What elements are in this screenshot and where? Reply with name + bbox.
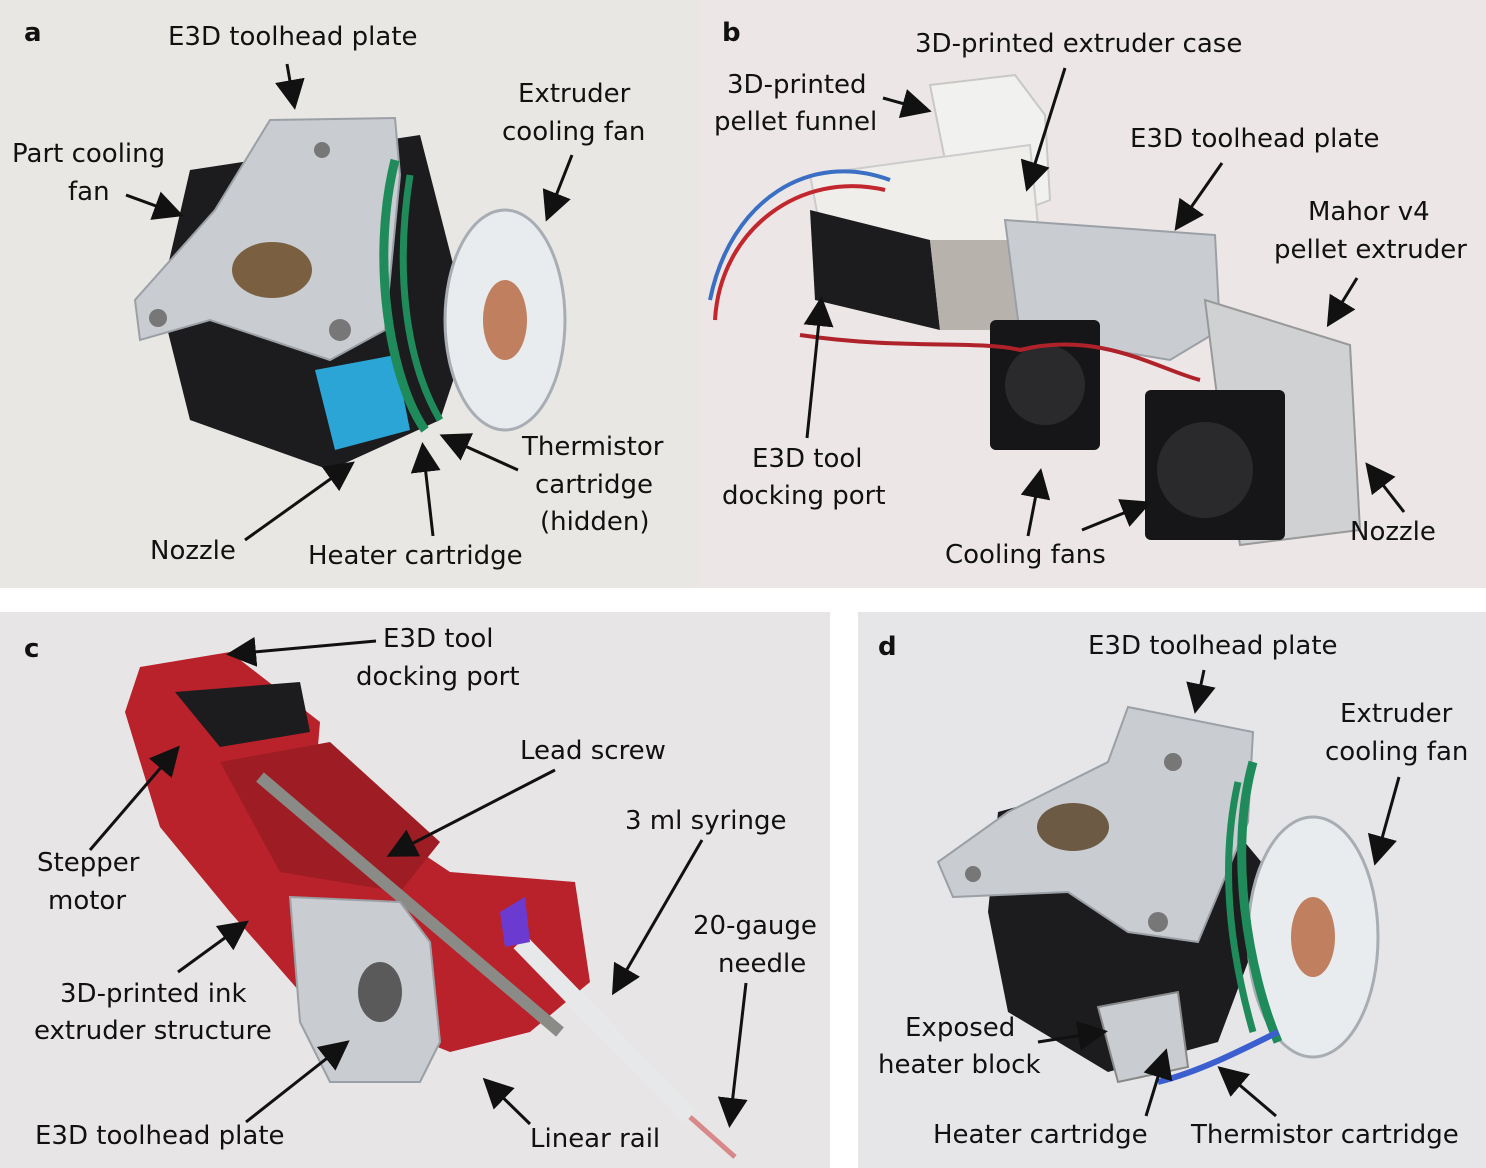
- label-toolhead-plate: E3D toolhead plate: [35, 1121, 285, 1151]
- label-docking-port-line2: docking port: [356, 662, 520, 692]
- panel-b-letter: b: [722, 18, 741, 48]
- label-pellet-funnel-line1: 3D-printed: [727, 70, 867, 100]
- label-stepper-line1: Stepper: [37, 848, 140, 878]
- panel-d: d E3D toolhead plate Extruder cooling fa…: [858, 612, 1486, 1168]
- panel-c: c E3D tool docking port Lead screw 3 ml …: [0, 612, 830, 1168]
- label-structure-line1: 3D-printed ink: [60, 979, 247, 1009]
- label-cooling-fans: Cooling fans: [945, 540, 1106, 570]
- label-extruder-case: 3D-printed extruder case: [915, 29, 1243, 59]
- panel-a: a E3D toolhead plate Part cooling fan Ex…: [0, 0, 700, 588]
- label-structure-line2: extruder structure: [34, 1016, 272, 1046]
- label-thermistor-line1: Thermistor: [522, 432, 664, 462]
- label-docking-port-line1: E3D tool: [383, 624, 494, 654]
- label-heater-block-line1: Exposed: [905, 1013, 1016, 1043]
- label-extruder-fan-line2: cooling fan: [1325, 737, 1469, 767]
- label-extruder-fan-line2: cooling fan: [502, 117, 646, 147]
- label-thermistor-cartridge: Thermistor cartridge: [1191, 1120, 1459, 1150]
- label-part-cooling-fan-line1: Part cooling: [12, 139, 166, 169]
- label-linear-rail: Linear rail: [530, 1124, 661, 1154]
- panel-d-letter: d: [878, 632, 897, 662]
- label-pellet-funnel-line2: pellet funnel: [714, 107, 878, 137]
- label-needle-line1: 20-gauge: [693, 911, 817, 941]
- label-thermistor-line2: cartridge: [535, 470, 654, 500]
- panel-b: b 3D-printed pellet funnel 3D-printed ex…: [700, 0, 1486, 588]
- label-nozzle: Nozzle: [150, 536, 236, 566]
- label-mahor-line1: Mahor v4: [1308, 197, 1430, 227]
- label-toolhead-plate: E3D toolhead plate: [168, 22, 418, 52]
- panel-a-letter: a: [24, 18, 42, 48]
- label-nozzle: Nozzle: [1350, 517, 1436, 547]
- label-heater-cartridge: Heater cartridge: [933, 1120, 1148, 1150]
- label-heater-cartridge: Heater cartridge: [308, 541, 523, 571]
- label-syringe: 3 ml syringe: [625, 806, 787, 836]
- panel-d-photo: [858, 612, 1486, 1168]
- label-thermistor-line3: (hidden): [540, 507, 650, 537]
- label-docking-port-line1: E3D tool: [752, 444, 863, 474]
- panel-c-letter: c: [24, 634, 40, 664]
- label-heater-block-line2: heater block: [878, 1050, 1041, 1080]
- label-toolhead-plate: E3D toolhead plate: [1088, 631, 1338, 661]
- label-mahor-line2: pellet extruder: [1274, 235, 1467, 265]
- label-lead-screw: Lead screw: [520, 736, 666, 766]
- label-toolhead-plate: E3D toolhead plate: [1130, 124, 1380, 154]
- label-needle-line2: needle: [718, 949, 807, 979]
- label-part-cooling-fan-line2: fan: [68, 177, 110, 207]
- label-extruder-fan-line1: Extruder: [1340, 699, 1453, 729]
- label-extruder-fan-line1: Extruder: [518, 79, 631, 109]
- label-docking-port-line2: docking port: [722, 481, 886, 511]
- label-stepper-line2: motor: [48, 886, 127, 916]
